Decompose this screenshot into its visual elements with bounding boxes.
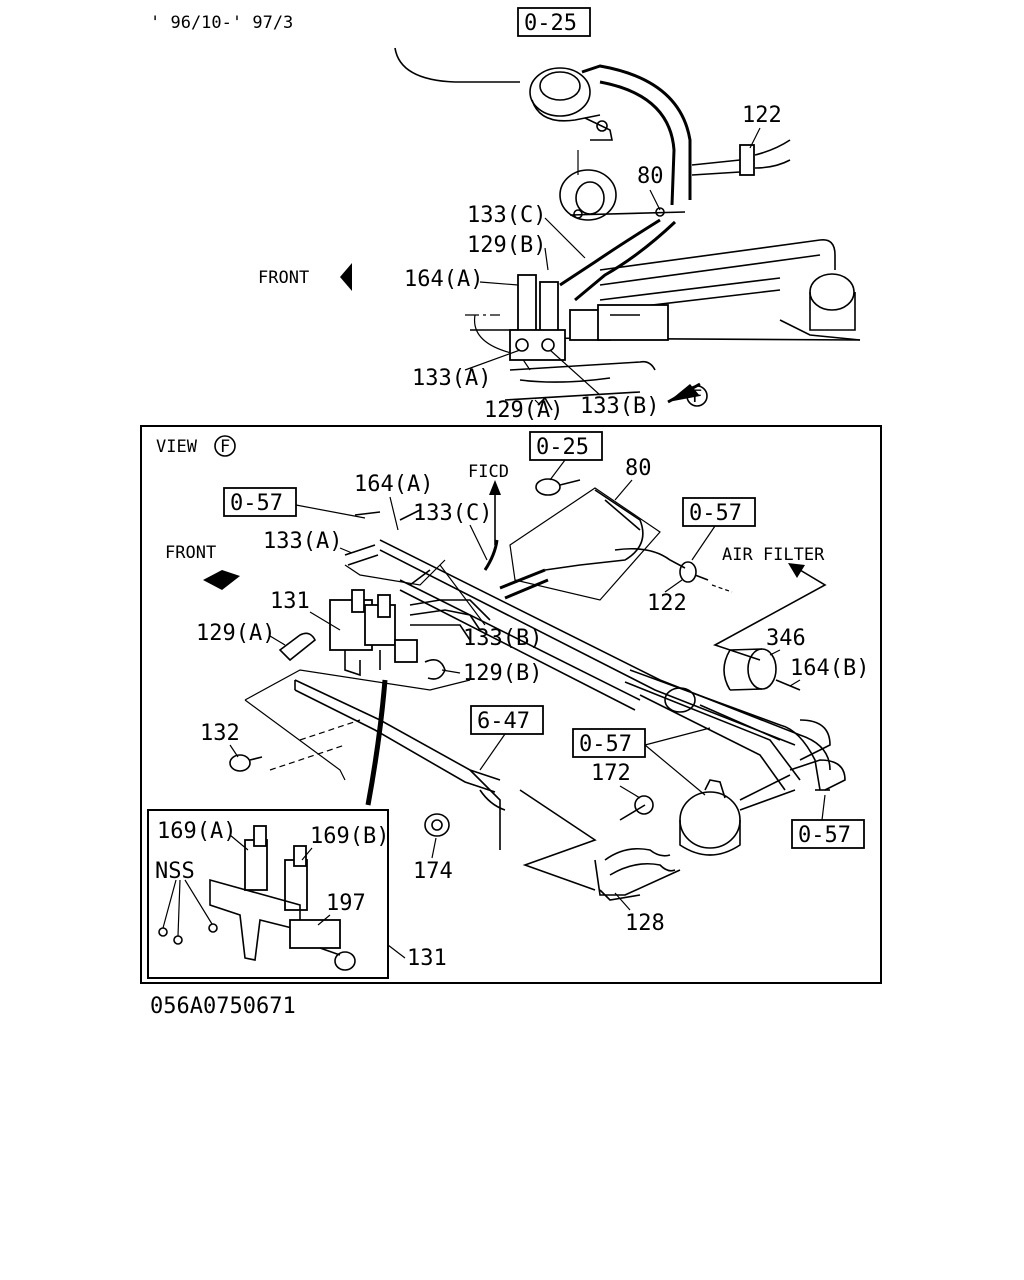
inset-nss: NSS <box>155 859 195 884</box>
diagram-id: 056A0750671 <box>150 994 296 1019</box>
view-ref-0-25: 0-25 <box>536 435 589 460</box>
inset-drawing <box>158 825 356 971</box>
top-ref-0-25: 0-25 <box>524 11 577 36</box>
view-f-frame <box>140 425 882 984</box>
inset-part-169b: 169(B) <box>310 824 389 849</box>
view-ficd: FICD <box>468 462 509 482</box>
view-ref-0-57-d: 0-57 <box>798 823 851 848</box>
top-part-164a: 164(A) <box>404 267 483 292</box>
top-part-80: 80 <box>637 164 664 189</box>
view-part-133b: 133(B) <box>463 626 542 651</box>
top-part-129b: 129(B) <box>467 233 546 258</box>
inset-part-197: 197 <box>326 891 366 916</box>
view-front-arrow <box>203 570 240 590</box>
top-part-122: 122 <box>742 103 782 128</box>
view-part-164b: 164(B) <box>790 656 869 681</box>
top-part-133a: 133(A) <box>412 366 491 391</box>
view-part-131: 131 <box>270 589 310 614</box>
top-front-label: FRONT <box>258 268 309 288</box>
top-part-129a: 129(A) <box>484 398 563 423</box>
view-title-marker: F <box>220 437 230 457</box>
view-part-172: 172 <box>591 761 631 786</box>
view-f-drawing <box>229 478 846 901</box>
view-part-129a: 129(A) <box>196 621 275 646</box>
view-part-164a: 164(A) <box>354 472 433 497</box>
top-view-marker: F <box>692 387 702 407</box>
view-part-346: 346 <box>766 626 806 651</box>
view-ref-0-57-a: 0-57 <box>230 491 283 516</box>
top-part-133c: 133(C) <box>467 203 546 228</box>
view-part-128: 128 <box>625 911 665 936</box>
view-part-122: 122 <box>647 591 687 616</box>
inset-frame <box>147 809 389 979</box>
inset-part-131: 131 <box>407 946 447 971</box>
view-part-174: 174 <box>413 859 453 884</box>
top-part-133b: 133(B) <box>580 394 659 419</box>
top-assembly-drawing <box>340 47 861 411</box>
view-front-label: FRONT <box>165 543 216 563</box>
view-part-129b: 129(B) <box>463 661 542 686</box>
view-title: VIEW <box>156 437 198 457</box>
view-part-133a: 133(A) <box>263 529 342 554</box>
view-part-132: 132 <box>200 721 240 746</box>
inset-part-169a: 169(A) <box>157 819 236 844</box>
view-ref-6-47: 6-47 <box>477 709 530 734</box>
view-part-80: 80 <box>625 456 652 481</box>
view-part-133c: 133(C) <box>413 501 492 526</box>
view-ref-0-57-b: 0-57 <box>689 501 742 526</box>
view-air-filter: AIR FILTER <box>722 545 825 565</box>
view-ref-0-57-c: 0-57 <box>579 732 632 757</box>
date-range: ' 96/10-' 97/3 <box>150 13 293 33</box>
